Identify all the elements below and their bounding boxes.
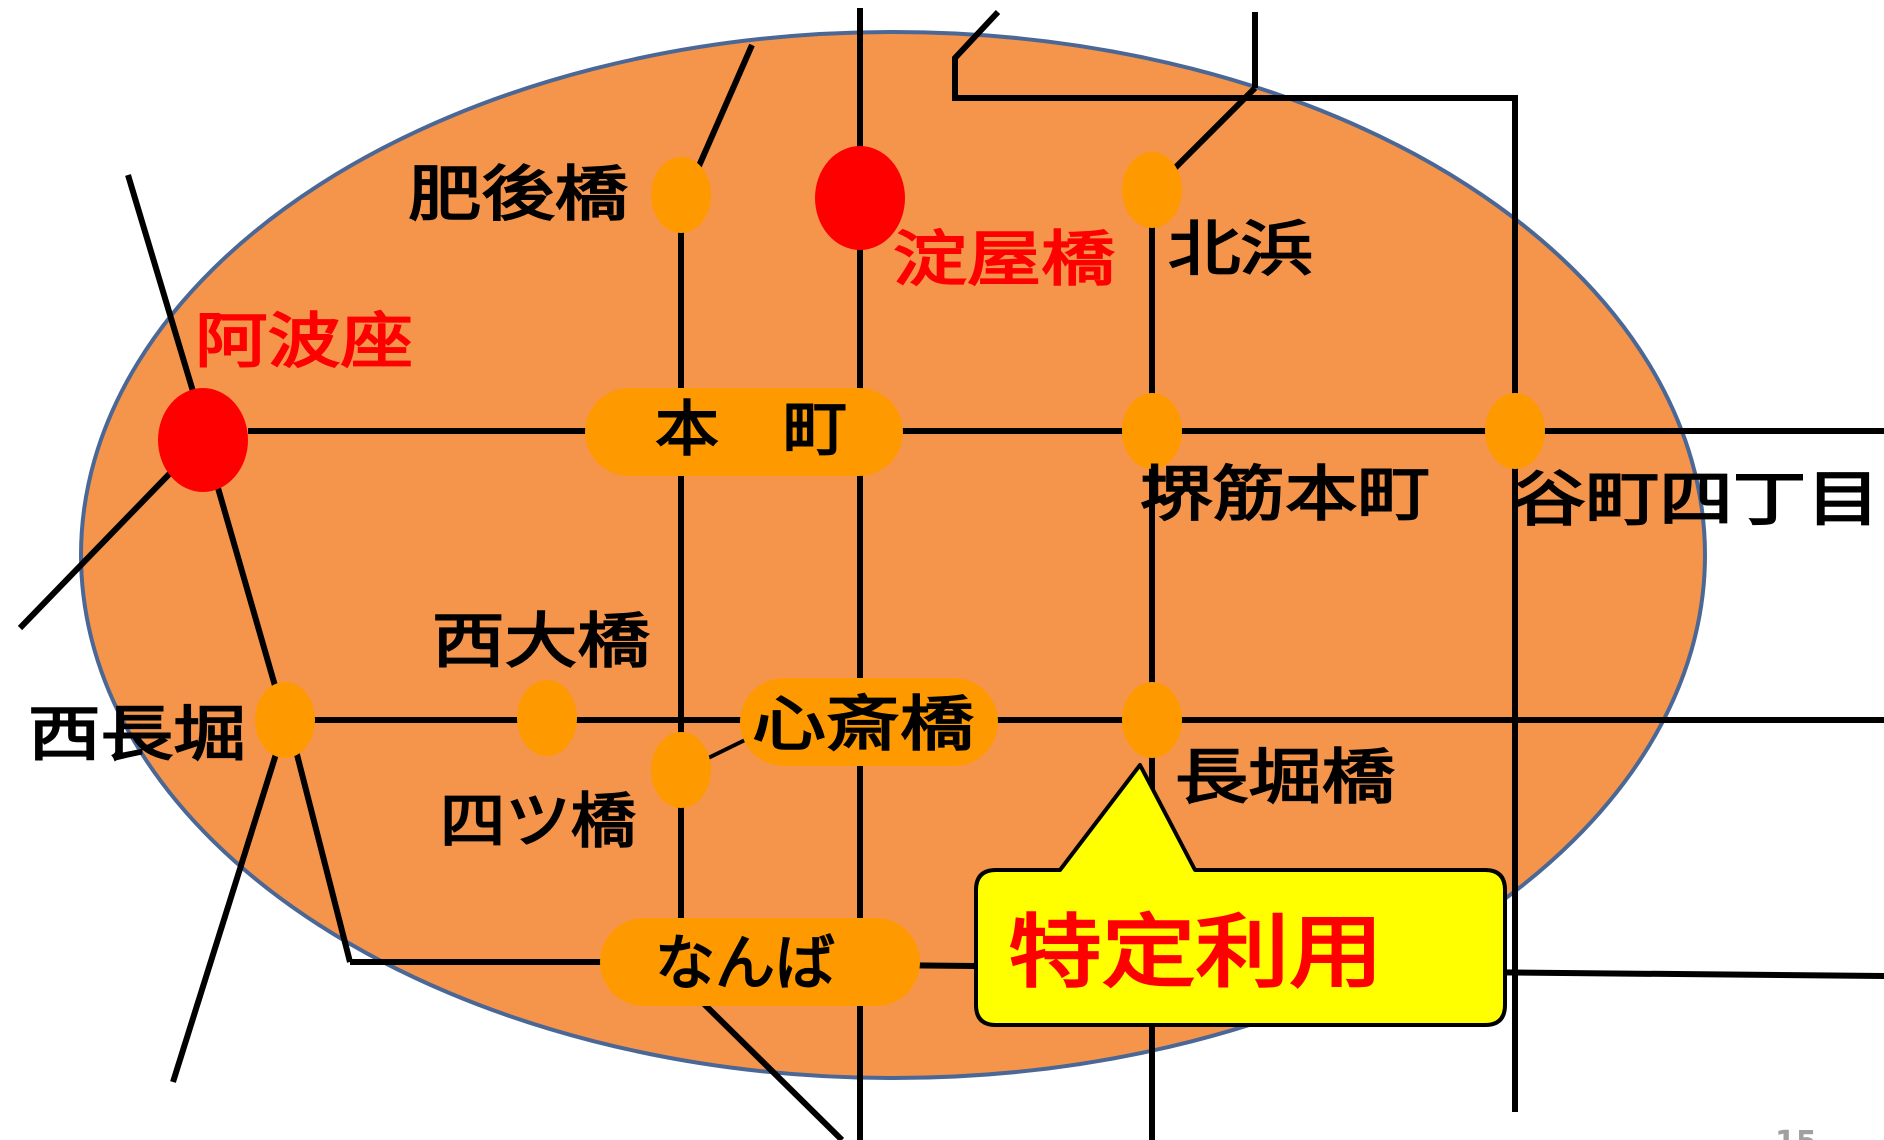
label-yotsubashi: 四ツ橋 xyxy=(440,787,637,857)
label-nagahoribashi: 長堀橋 xyxy=(1175,743,1396,813)
station-marker-nishinagahori xyxy=(255,682,315,758)
label-nishiohashi: 西大橋 xyxy=(432,607,651,677)
station-marker-sakaisuji-hommachi xyxy=(1122,393,1182,469)
station-marker-namba xyxy=(600,918,920,1006)
page-number: 15 xyxy=(1775,1125,1817,1140)
label-hommachi: 本 町 xyxy=(655,395,847,465)
label-sakaisuji-hommachi: 堺筋本町 xyxy=(1140,460,1430,530)
line-nishinagahori-southeast xyxy=(289,734,353,963)
line-sakaisuji-north xyxy=(1172,85,1258,171)
station-marker-tanimachi-4chome xyxy=(1485,393,1545,469)
station-marker-yodoyabashi xyxy=(815,146,905,250)
line-awaza-west xyxy=(17,462,181,631)
station-marker-nagahoribashi xyxy=(1122,682,1182,758)
label-yodoyabashi: 淀屋橋 xyxy=(893,225,1116,295)
line-sennichimae-diagonal-south xyxy=(697,997,845,1140)
callout-text: 特定利用 xyxy=(1008,906,1383,999)
stations xyxy=(158,146,1545,1006)
label-awaza: 阿波座 xyxy=(195,307,413,377)
station-marker-shinsaibashi xyxy=(740,678,998,766)
special-use-zone xyxy=(79,30,1707,1080)
label-tanimachi-4chome: 谷町四丁目 xyxy=(1512,465,1880,535)
callout-bubble xyxy=(974,763,1507,1027)
label-nishinagahori: 西長堀 xyxy=(28,700,246,770)
special-use-callout: 特定利用 xyxy=(974,763,1507,1027)
line-awaza-south xyxy=(215,487,285,711)
label-shinsaibashi: 心斎橋 xyxy=(752,690,975,760)
label-kitahama: 北浜 xyxy=(1168,215,1313,285)
label-namba: なんば xyxy=(655,929,835,999)
label-higobashi: 肥後橋 xyxy=(408,160,629,230)
station-marker-awaza xyxy=(158,388,248,492)
line-yotsubashi-north xyxy=(692,43,755,177)
station-marker-kitahama xyxy=(1122,152,1182,228)
station-marker-hommachi xyxy=(585,388,903,476)
line-awaza-north xyxy=(125,174,201,409)
line-nishinagahori-southwest xyxy=(170,734,285,1083)
station-marker-nishiohashi xyxy=(517,680,577,756)
station-marker-higobashi xyxy=(651,157,711,233)
station-marker-yotsubashi xyxy=(651,732,711,808)
station-labels: 肥後橋 淀屋橋 北浜 阿波座 本 町 堺筋本町 谷町四丁目 西大橋 西長堀 心斎… xyxy=(28,160,1880,999)
